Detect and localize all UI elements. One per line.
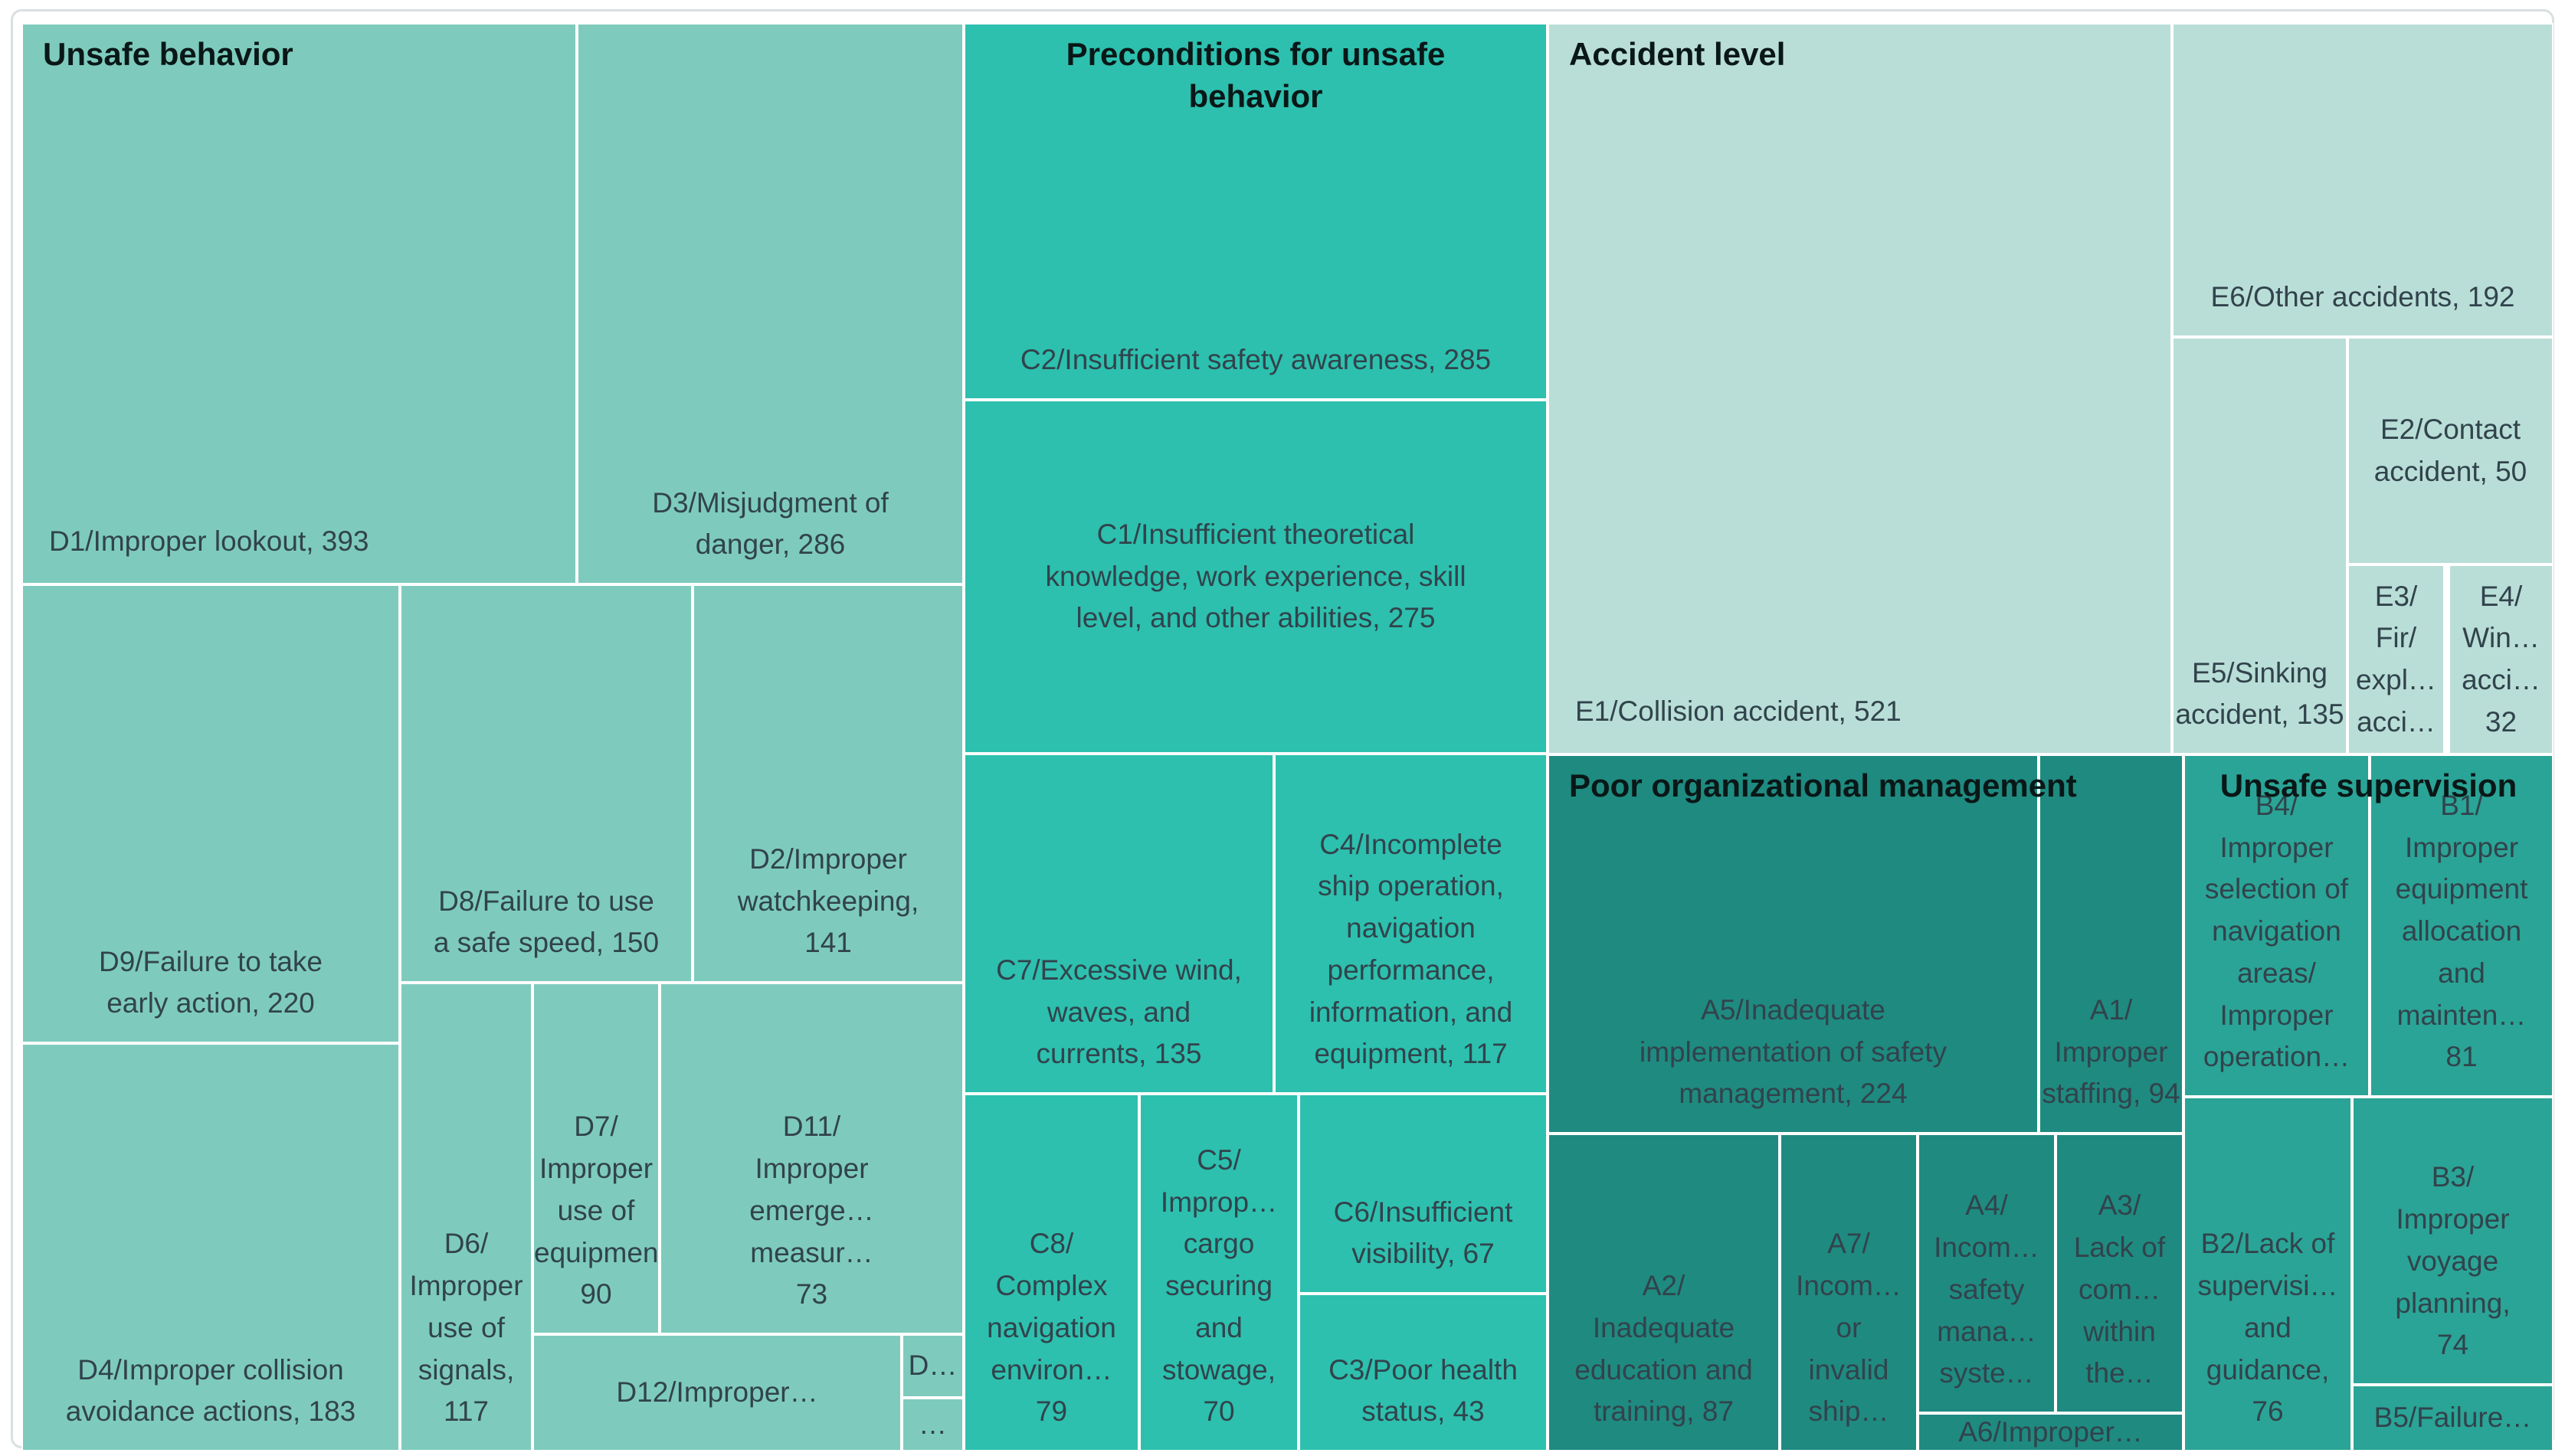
treemap-cell-b5[interactable]: B5/Failure… — [2352, 1385, 2554, 1451]
treemap-cell-d-small-2[interactable]: … — [902, 1398, 964, 1451]
treemap-cell-b2[interactable]: B2/Lack of supervisi… and guidance, 76 — [2183, 1097, 2352, 1451]
treemap-cell-a4[interactable]: A4/ Incom… safety mana… syste… — [1918, 1134, 2056, 1413]
cell-label-b1: B1/ Improper equipment allocation and ma… — [2395, 789, 2528, 1073]
cell-label-e2: E2/Contact accident, 50 — [2373, 413, 2527, 487]
cell-label-b3: B3/ Improper voyage planning, 74 — [2395, 1161, 2511, 1361]
treemap-cell-d8[interactable]: D8/Failure to use a safe speed, 150 — [400, 584, 693, 983]
cell-label-c6: C6/Insufficient visibility, 67 — [1333, 1196, 1513, 1270]
treemap-cell-a1[interactable]: A1/ Improper staffing, 94 — [2039, 754, 2183, 1134]
treemap-cell-c1[interactable]: C1/Insufficient theoretical knowledge, w… — [964, 400, 1548, 754]
treemap-cell-c7[interactable]: C7/Excessive wind, waves, and currents, … — [964, 754, 1274, 1094]
treemap-chart: D1/Improper lookout, 393 D3/Misjudgment o… — [21, 23, 2554, 1451]
treemap-cell-a3[interactable]: A3/ Lack of com… within the… — [2056, 1134, 2183, 1413]
treemap-cell-c4[interactable]: C4/Incomplete ship operation, navigation… — [1274, 754, 1548, 1094]
cell-label-d9: D9/Failure to take early action, 220 — [98, 945, 323, 1019]
cell-label-b5: B5/Failure… — [2373, 1402, 2532, 1434]
cell-label-d-small-2: … — [919, 1408, 947, 1440]
cell-label-a1: A1/ Improper staffing, 94 — [2042, 993, 2180, 1110]
treemap-cell-a7[interactable]: A7/ Incom… or invalid ship… — [1780, 1134, 1918, 1451]
treemap-cell-e3[interactable]: E3/ Fir/ expl… acci… — [2347, 564, 2445, 754]
treemap-cell-b1[interactable]: B1/ Improper equipment allocation and ma… — [2370, 754, 2554, 1097]
treemap-cell-a6[interactable]: A6/Improper… — [1918, 1413, 2183, 1451]
cell-label-a6: A6/Improper… — [1958, 1415, 2143, 1448]
treemap-cell-c8[interactable]: C8/ Complex navigation environ… 79 — [964, 1094, 1139, 1451]
cell-label-c3: C3/Poor health status, 43 — [1328, 1353, 1518, 1428]
treemap-cell-d2[interactable]: D2/Improper watchkeeping, 141 — [693, 584, 964, 983]
treemap-cell-d4[interactable]: D4/Improper collision avoidance actions,… — [21, 1043, 400, 1451]
cell-label-b2: B2/Lack of supervisi… and guidance, 76 — [2197, 1228, 2338, 1428]
cell-label-d12: D12/Improper… — [616, 1376, 818, 1409]
cell-label-a2: A2/ Inadequate education and training, 8… — [1574, 1270, 1753, 1428]
cell-label-c5: C5/ Improp… cargo securing and stowage, … — [1160, 1144, 1278, 1428]
cell-label-e1: E1/Collision accident, 521 — [1575, 695, 1902, 728]
cell-label-c2: C2/Insufficient safety awareness, 285 — [1020, 344, 1492, 376]
treemap-cell-d9[interactable]: D9/Failure to take early action, 220 — [21, 584, 400, 1043]
treemap-cell-d12[interactable]: D12/Improper… — [532, 1334, 902, 1451]
cell-label-c1: C1/Insufficient theoretical knowledge, w… — [1045, 518, 1466, 634]
cell-label-d1: D1/Improper lookout, 393 — [49, 525, 369, 558]
treemap-cell-b3[interactable]: B3/ Improper voyage planning, 74 — [2352, 1097, 2554, 1385]
treemap-cell-d6[interactable]: D6/ Improper use of signals, 117 — [400, 983, 532, 1451]
cell-label-c8: C8/ Complex navigation environ… 79 — [987, 1228, 1116, 1428]
treemap-cell-e6[interactable]: E6/Other accidents, 192 — [2172, 23, 2554, 337]
cell-label-e4: E4/ Win… acci… 32 — [2462, 580, 2540, 738]
treemap-cell-a5[interactable]: A5/Inadequate implementation of safety m… — [1548, 754, 2039, 1134]
treemap-cell-d3[interactable]: D3/Misjudgment of danger, 286 — [577, 23, 964, 584]
cell-label-c4: C4/Incomplete ship operation, navigation… — [1309, 828, 1513, 1070]
treemap-cell-e4[interactable]: E4/ Win… acci… 32 — [2449, 564, 2554, 754]
cell-label-a5: A5/Inadequate implementation of safety m… — [1639, 993, 1948, 1110]
treemap-cell-d-small-1[interactable]: D… — [902, 1334, 964, 1398]
cell-label-d4: D4/Improper collision avoidance actions,… — [65, 1353, 356, 1428]
treemap-cell-b4[interactable]: B4/ Improper selection of navigation are… — [2183, 754, 2370, 1097]
cell-label-c7: C7/Excessive wind, waves, and currents, … — [996, 954, 1242, 1070]
cell-label-d3: D3/Misjudgment of danger, 286 — [652, 486, 889, 561]
treemap-cell-a2[interactable]: A2/ Inadequate education and training, 8… — [1548, 1134, 1780, 1451]
cell-label-a3: A3/ Lack of com… within the… — [2073, 1189, 2166, 1389]
cell-label-e5: E5/Sinking accident, 135 — [2175, 656, 2344, 731]
cell-label-d11: D11/ Improper emerge… measur… 73 — [749, 1111, 874, 1310]
treemap-cell-e5[interactable]: E5/Sinking accident, 135 — [2172, 337, 2347, 754]
treemap-cell-d1[interactable]: D1/Improper lookout, 393 — [21, 23, 577, 584]
cell-label-d7: D7/ Improper use of equipment, 90 — [534, 1111, 659, 1310]
cell-label-d-small-1: D… — [908, 1350, 958, 1382]
cell-label-a4: A4/ Incom… safety mana… syste… — [1934, 1189, 2039, 1389]
cell-label-a7: A7/ Incom… or invalid ship… — [1796, 1228, 1902, 1428]
cell-label-d8: D8/Failure to use a safe speed, 150 — [433, 885, 660, 959]
cell-label-e3: E3/ Fir/ expl… acci… — [2356, 580, 2436, 738]
treemap-cell-c2[interactable]: C2/Insufficient safety awareness, 285 — [964, 23, 1548, 400]
treemap-cell-e2[interactable]: E2/Contact accident, 50 — [2347, 337, 2554, 564]
cell-label-d6: D6/ Improper use of signals, 117 — [409, 1228, 523, 1428]
cell-label-d2: D2/Improper watchkeeping, 141 — [737, 843, 919, 959]
treemap-cell-c5[interactable]: C5/ Improp… cargo securing and stowage, … — [1139, 1094, 1299, 1451]
treemap-cell-d11[interactable]: D11/ Improper emerge… measur… 73 — [660, 983, 964, 1334]
treemap-cell-d7[interactable]: D7/ Improper use of equipment, 90 — [532, 983, 660, 1334]
cell-label-e6: E6/Other accidents, 192 — [2210, 281, 2515, 313]
treemap-cell-e1[interactable]: E1/Collision accident, 521 — [1548, 23, 2172, 754]
treemap-cell-c6[interactable]: C6/Insufficient visibility, 67 — [1299, 1094, 1548, 1294]
cell-label-b4: B4/ Improper selection of navigation are… — [2203, 789, 2350, 1073]
treemap-cell-c3[interactable]: C3/Poor health status, 43 — [1299, 1294, 1548, 1451]
